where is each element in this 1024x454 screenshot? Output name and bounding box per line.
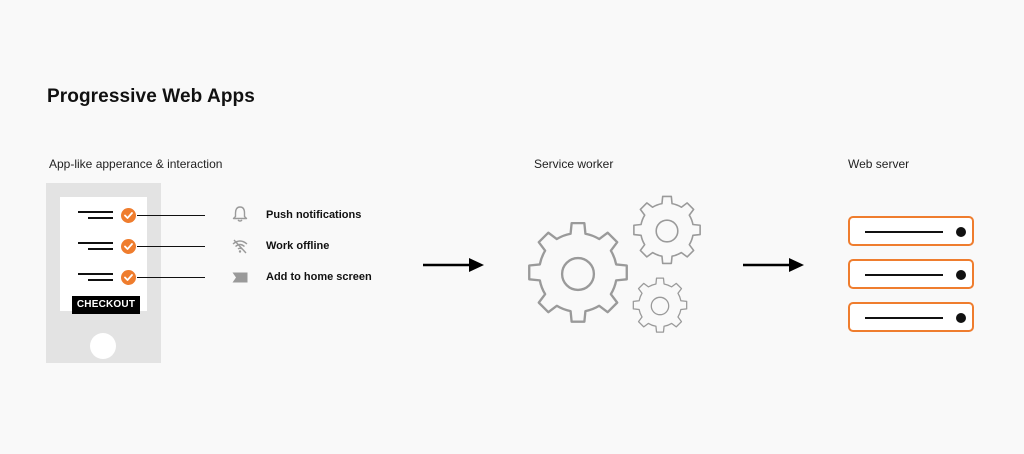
list-line xyxy=(88,248,113,250)
phone-screen xyxy=(60,197,147,311)
server-slot xyxy=(865,274,943,276)
server-unit xyxy=(848,259,974,289)
section-label-server: Web server xyxy=(848,157,910,171)
feature-label-offline: Work offline xyxy=(266,240,330,252)
check-icon xyxy=(121,270,136,285)
server-led xyxy=(956,270,966,280)
connector-line xyxy=(137,215,205,216)
section-label-app: App-like apperance & interaction xyxy=(49,157,223,171)
check-icon xyxy=(121,239,136,254)
list-line xyxy=(78,242,113,244)
server-slot xyxy=(865,317,943,319)
server-slot xyxy=(865,231,943,233)
list-line xyxy=(88,279,113,281)
feature-label-home: Add to home screen xyxy=(266,271,372,283)
home-button xyxy=(90,333,116,359)
section-label-worker: Service worker xyxy=(534,157,614,171)
gears-icon xyxy=(528,195,701,333)
list-line xyxy=(88,217,113,219)
list-line xyxy=(78,273,113,275)
bell-icon xyxy=(232,206,248,222)
phone-illustration: CHECKOUT xyxy=(46,183,161,363)
checkout-button: CHECKOUT xyxy=(72,296,140,314)
wifi-off-icon xyxy=(232,239,248,254)
connector-line xyxy=(137,277,205,278)
feature-label-push: Push notifications xyxy=(266,209,362,221)
connector-line xyxy=(137,246,205,247)
list-line xyxy=(78,211,113,213)
check-icon xyxy=(121,208,136,223)
server-unit xyxy=(848,302,974,332)
server-led xyxy=(956,227,966,237)
page-title: Progressive Web Apps xyxy=(47,86,255,107)
bookmark-icon xyxy=(232,272,248,283)
server-unit xyxy=(848,216,974,246)
server-led xyxy=(956,313,966,323)
arrow-right-icon xyxy=(423,258,484,272)
arrow-right-icon xyxy=(743,258,804,272)
